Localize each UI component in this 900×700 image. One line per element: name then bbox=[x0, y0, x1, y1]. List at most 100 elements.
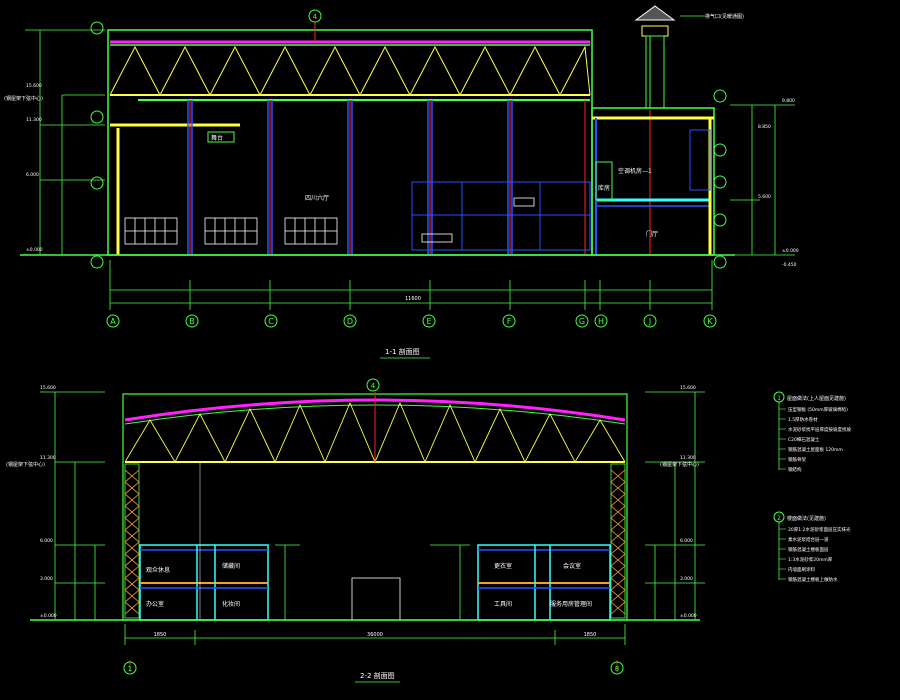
room-label: 空调机房—1 bbox=[618, 167, 652, 175]
svg-text:9.800: 9.800 bbox=[782, 98, 795, 104]
svg-text:±0.000: ±0.000 bbox=[26, 247, 43, 253]
svg-text:11.300: 11.300 bbox=[680, 455, 696, 461]
svg-text:11.300: 11.300 bbox=[40, 455, 56, 461]
room-label: 库房 bbox=[598, 184, 610, 192]
legend-1: 1 屋面做法(上人屋面见建施) 压型钢板 (50mm厚玻璃棉毡) 1.5厚防水卷… bbox=[773, 391, 851, 473]
axis-label: 1 bbox=[128, 665, 132, 673]
axis-label: G bbox=[579, 317, 585, 326]
room-label: 储藏间 bbox=[222, 562, 240, 570]
svg-text:压型钢板 (50mm厚玻璃棉毡): 压型钢板 (50mm厚玻璃棉毡) bbox=[788, 406, 848, 413]
room-label: 工具间 bbox=[494, 600, 512, 608]
svg-text:1: 1 bbox=[777, 395, 781, 402]
axes-1-1 bbox=[189, 22, 651, 255]
axis-label: A bbox=[110, 317, 116, 326]
svg-text:±0.000: ±0.000 bbox=[40, 613, 57, 619]
svg-text:1850: 1850 bbox=[584, 632, 597, 638]
top-axis-label-2-2: 4 bbox=[371, 382, 376, 390]
stage-box bbox=[421, 233, 453, 243]
top-axis-bubble-1-1 bbox=[308, 9, 322, 23]
svg-text:钢结构: 钢结构 bbox=[788, 466, 802, 473]
axis-label: 8 bbox=[615, 665, 619, 673]
svg-text:钢筋混凝土楼板面层: 钢筋混凝土楼板面层 bbox=[788, 546, 829, 553]
svg-text:钢筋骨架: 钢筋骨架 bbox=[788, 456, 806, 463]
rooms-right-2-2 bbox=[477, 544, 611, 621]
room-label: 服务用房管理间 bbox=[550, 600, 592, 608]
svg-text:2: 2 bbox=[777, 515, 781, 522]
svg-text:-0.450: -0.450 bbox=[782, 262, 797, 268]
svg-text:1.5厚防水卷材: 1.5厚防水卷材 bbox=[788, 416, 818, 423]
svg-text:±0.000: ±0.000 bbox=[782, 248, 799, 254]
svg-text:11.300: 11.300 bbox=[26, 117, 42, 123]
svg-text:水泥砂浆找平层厚度按坡度找坡: 水泥砂浆找平层厚度按坡度找坡 bbox=[788, 426, 851, 433]
svg-text:±0.000: ±0.000 bbox=[680, 613, 697, 619]
axis-bubbles-1-1 bbox=[106, 314, 717, 328]
svg-text:36000: 36000 bbox=[367, 632, 383, 638]
svg-text:6.000: 6.000 bbox=[680, 538, 693, 544]
rooms-left-2-2 bbox=[139, 544, 269, 621]
svg-text:15.600: 15.600 bbox=[26, 83, 42, 89]
top-axis-label-1-1: 4 bbox=[313, 13, 318, 21]
elev-labels-right-2-2: 15.600 11.300 6.000 3.000 ±0.000 bbox=[680, 385, 697, 619]
axis-labels-1-1: A B C D E F G H J K bbox=[110, 317, 713, 326]
axis-label: D bbox=[347, 317, 353, 326]
right-note-2-2: (钢屋架下弦中心) bbox=[660, 461, 699, 468]
axis-label: F bbox=[507, 317, 512, 326]
svg-text:15.600: 15.600 bbox=[680, 385, 696, 391]
svg-text:8.850: 8.850 bbox=[758, 124, 771, 130]
axis-label: C bbox=[268, 317, 274, 326]
svg-text:3.000: 3.000 bbox=[680, 576, 693, 582]
svg-text:6.000: 6.000 bbox=[26, 172, 39, 178]
axis-label: J bbox=[648, 317, 651, 326]
elev-labels-right-1-1: 9.800 8.850 5.600 ±0.000 -0.450 bbox=[758, 98, 799, 268]
room-label: 舞台 bbox=[211, 134, 223, 142]
svg-text:20厚1:2水泥砂浆面层压实抹光: 20厚1:2水泥砂浆面层压实抹光 bbox=[788, 526, 851, 533]
room-label: 会议室 bbox=[563, 562, 581, 570]
stage-box-2-2 bbox=[351, 577, 401, 621]
room-label: 观众休息 bbox=[146, 566, 170, 574]
chimney bbox=[634, 5, 676, 109]
columns-1-1 bbox=[187, 100, 513, 255]
svg-text:3.000: 3.000 bbox=[40, 576, 53, 582]
svg-text:钢筋混凝土屋面板 120mm: 钢筋混凝土屋面板 120mm bbox=[788, 446, 843, 453]
left-elev-chain-1-1 bbox=[25, 29, 105, 255]
dim-labels-2-2: 1850 36000 1850 bbox=[154, 632, 597, 638]
svg-text:6.000: 6.000 bbox=[40, 538, 53, 544]
axis-label: K bbox=[707, 317, 713, 326]
room-label: 化妆间 bbox=[222, 600, 240, 608]
room-label: 办公室 bbox=[146, 600, 164, 608]
total-span-dim: 11600 bbox=[405, 296, 421, 302]
svg-text:5.600: 5.600 bbox=[758, 194, 771, 200]
legend-2-title: 楼面做法(见建施) bbox=[787, 515, 826, 522]
svg-text:素水泥浆结合层一道: 素水泥浆结合层一道 bbox=[788, 536, 829, 543]
svg-text:1:3水泥砂浆20mm厚: 1:3水泥砂浆20mm厚 bbox=[788, 556, 833, 563]
right-elev-chain-1-1 bbox=[730, 104, 795, 256]
stage-box-2 bbox=[513, 197, 535, 207]
truss-1-1 bbox=[109, 45, 591, 97]
section-title-2-2: 2-2 剖面图 bbox=[360, 671, 395, 680]
axis-label: E bbox=[426, 317, 431, 326]
top-axis-bubble-2-2 bbox=[366, 378, 380, 392]
section-title-1-1: 1-1 剖面图 bbox=[385, 347, 420, 356]
legend-2: 2 楼面做法(见建施) 20厚1:2水泥砂浆面层压实抹光 素水泥浆结合层一道 钢… bbox=[773, 511, 851, 583]
svg-text:C20细石混凝土: C20细石混凝土 bbox=[788, 436, 820, 443]
svg-text:内墙面刷涂料: 内墙面刷涂料 bbox=[788, 566, 815, 573]
windows-1-1 bbox=[124, 217, 338, 245]
room-labels-1-1: 舞台 四川六厅 空调机房—1 库房 门厅 bbox=[207, 131, 658, 238]
elev-labels-left-2-2: 15.600 11.300 6.000 3.000 ±0.000 bbox=[40, 385, 57, 619]
dim-chain-2-2 bbox=[124, 624, 626, 672]
stage-grid bbox=[411, 181, 591, 251]
svg-text:15.600: 15.600 bbox=[40, 385, 56, 391]
lattice-right bbox=[610, 463, 626, 619]
room-label: 门厅 bbox=[646, 230, 658, 238]
axis-bubbles-2-2 bbox=[123, 661, 624, 675]
room-labels-2-2: 观众休息 储藏间 办公室 化妆间 更衣室 会议室 工具间 服务用房管理间 bbox=[146, 562, 592, 608]
svg-text:钢筋混凝土楼板上做防水: 钢筋混凝土楼板上做防水 bbox=[788, 576, 838, 583]
level-markers-1-1 bbox=[90, 21, 727, 269]
elev-labels-left-1-1: 15.600 11.300 6.000 ±0.000 bbox=[26, 83, 43, 253]
legend-1-title: 屋面做法(上人屋面见建施) bbox=[787, 395, 846, 402]
axis-label: B bbox=[189, 317, 195, 326]
room-label: 更衣室 bbox=[494, 562, 512, 570]
elev-chains-2-2 bbox=[40, 391, 705, 620]
section-2-2: 观众休息 储藏间 办公室 化妆间 更衣室 会议室 工具间 服务用房管理间 bbox=[6, 378, 705, 683]
